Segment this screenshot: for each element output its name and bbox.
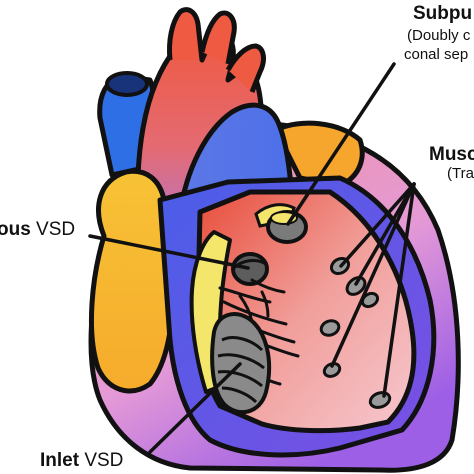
perimembranous-defect [231,252,269,286]
muscular-pointer-3 [330,182,416,368]
inlet-label-bold: Inlet [40,450,80,471]
subpulmonary-label: Subpu [413,3,473,24]
muscular-pointer-1 [339,182,416,268]
perimembranous-label-bold: ous [0,219,31,240]
subpulmonary-note-line2: conal sep [404,46,469,63]
pointer-lines [88,62,416,454]
inlet-label: Inlet VSD [40,450,123,472]
inlet-pointer [148,362,242,454]
muscular-note: (Tra [447,165,474,182]
subpulmonary-pointer [286,62,396,226]
subpulmonary-defect [266,210,308,244]
subpulmonary-note-line1: (Doubly c [407,27,471,44]
muscular-pointer-2 [354,182,416,286]
muscular-pointer-4 [382,182,416,398]
muscular-label: Musc [429,144,474,165]
perimembranous-label-suffix: VSD [30,219,76,240]
perimembranous-label: ous VSD [0,219,75,241]
inlet-label-suffix: VSD [79,450,124,471]
perimembranous-pointer [88,234,250,270]
